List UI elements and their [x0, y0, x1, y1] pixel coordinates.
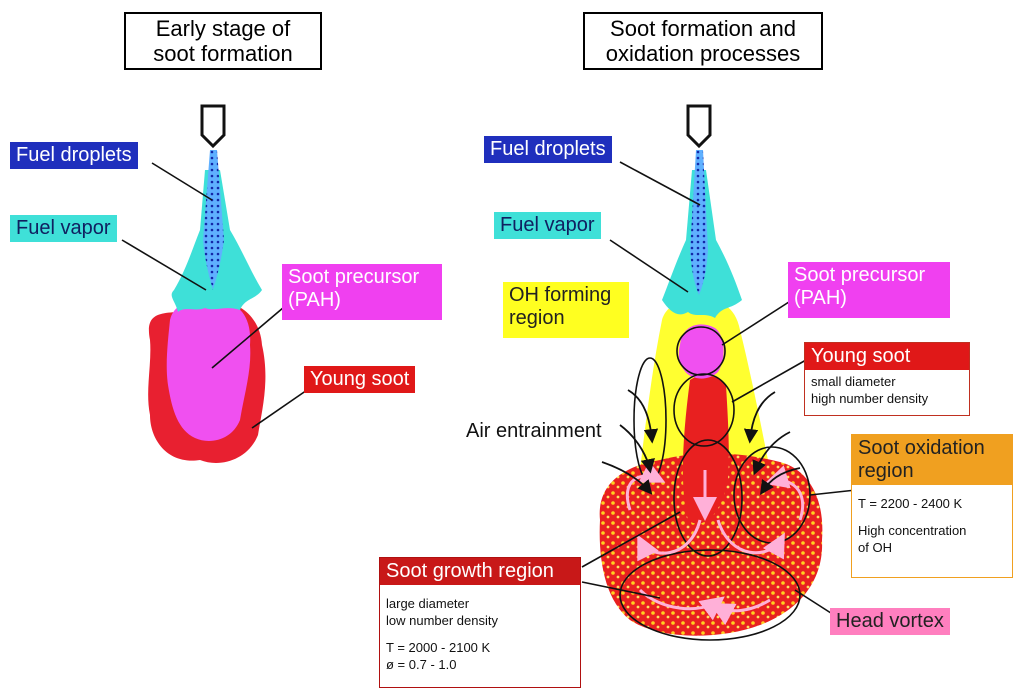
air-entrainment-label: Air entrainment: [460, 418, 608, 445]
soot-oxidation-spacer: [852, 512, 1012, 522]
left-fuel-droplets-label: Fuel droplets: [10, 142, 138, 169]
soot-oxidation-box: Soot oxidation region T = 2200 - 2400 K …: [851, 434, 1013, 578]
left-fuel-vapor-label: Fuel vapor: [10, 215, 117, 242]
left-soot-precursor-line1: Soot precursor: [288, 266, 436, 289]
oh-forming-label: OH forming region: [503, 282, 629, 338]
soot-growth-title: Soot growth region: [380, 558, 580, 585]
left-precursor-cloud: [167, 301, 251, 441]
right-nozzle: [688, 106, 710, 146]
oh-forming-line2: region: [509, 307, 623, 330]
soot-growth-box: Soot growth region large diameter low nu…: [379, 557, 581, 688]
oh-forming-line1: OH forming: [509, 284, 623, 307]
soot-oxidation-line1: T = 2200 - 2400 K: [852, 485, 1012, 512]
title-left-line2: soot formation: [130, 41, 316, 66]
left-nozzle: [202, 106, 224, 146]
young-soot-box: Young soot small diameter high number de…: [804, 342, 970, 416]
left-soot-precursor-label: Soot precursor (PAH): [282, 264, 442, 320]
left-spray: [148, 106, 265, 463]
soot-growth-line4: T = 2000 - 2100 K: [380, 639, 580, 656]
soot-oxidation-title-line2: region: [858, 460, 1006, 483]
title-right-line2: oxidation processes: [589, 41, 817, 66]
soot-growth-spacer: [380, 629, 580, 639]
title-right: Soot formation and oxidation processes: [583, 12, 823, 70]
young-soot-line2: high number density: [805, 390, 969, 407]
right-soot-precursor-label: Soot precursor (PAH): [788, 262, 950, 318]
soot-growth-line5: ø = 0.7 - 1.0: [380, 656, 580, 673]
left-young-soot-label: Young soot: [304, 366, 415, 393]
title-right-line1: Soot formation and: [589, 16, 817, 41]
left-soot-precursor-line2: (PAH): [288, 289, 436, 312]
right-fuel-vapor-label: Fuel vapor: [494, 212, 601, 239]
soot-growth-line1: large diameter: [380, 585, 580, 612]
soot-oxidation-line3: High concentration: [852, 522, 1012, 539]
right-soot-precursor-line1: Soot precursor: [794, 264, 944, 287]
title-left-line1: Early stage of: [130, 16, 316, 41]
young-soot-title: Young soot: [805, 343, 969, 370]
young-soot-line1: small diameter: [805, 370, 969, 390]
soot-growth-line2: low number density: [380, 612, 580, 629]
right-spray: [600, 106, 823, 640]
soot-oxidation-title-line1: Soot oxidation: [858, 437, 1006, 460]
right-fuel-droplets-label: Fuel droplets: [484, 136, 612, 163]
title-left: Early stage of soot formation: [124, 12, 322, 70]
head-vortex-label: Head vortex: [830, 608, 950, 635]
soot-oxidation-title: Soot oxidation region: [852, 435, 1012, 485]
soot-oxidation-line4: of OH: [852, 539, 1012, 556]
right-soot-precursor-line2: (PAH): [794, 287, 944, 310]
